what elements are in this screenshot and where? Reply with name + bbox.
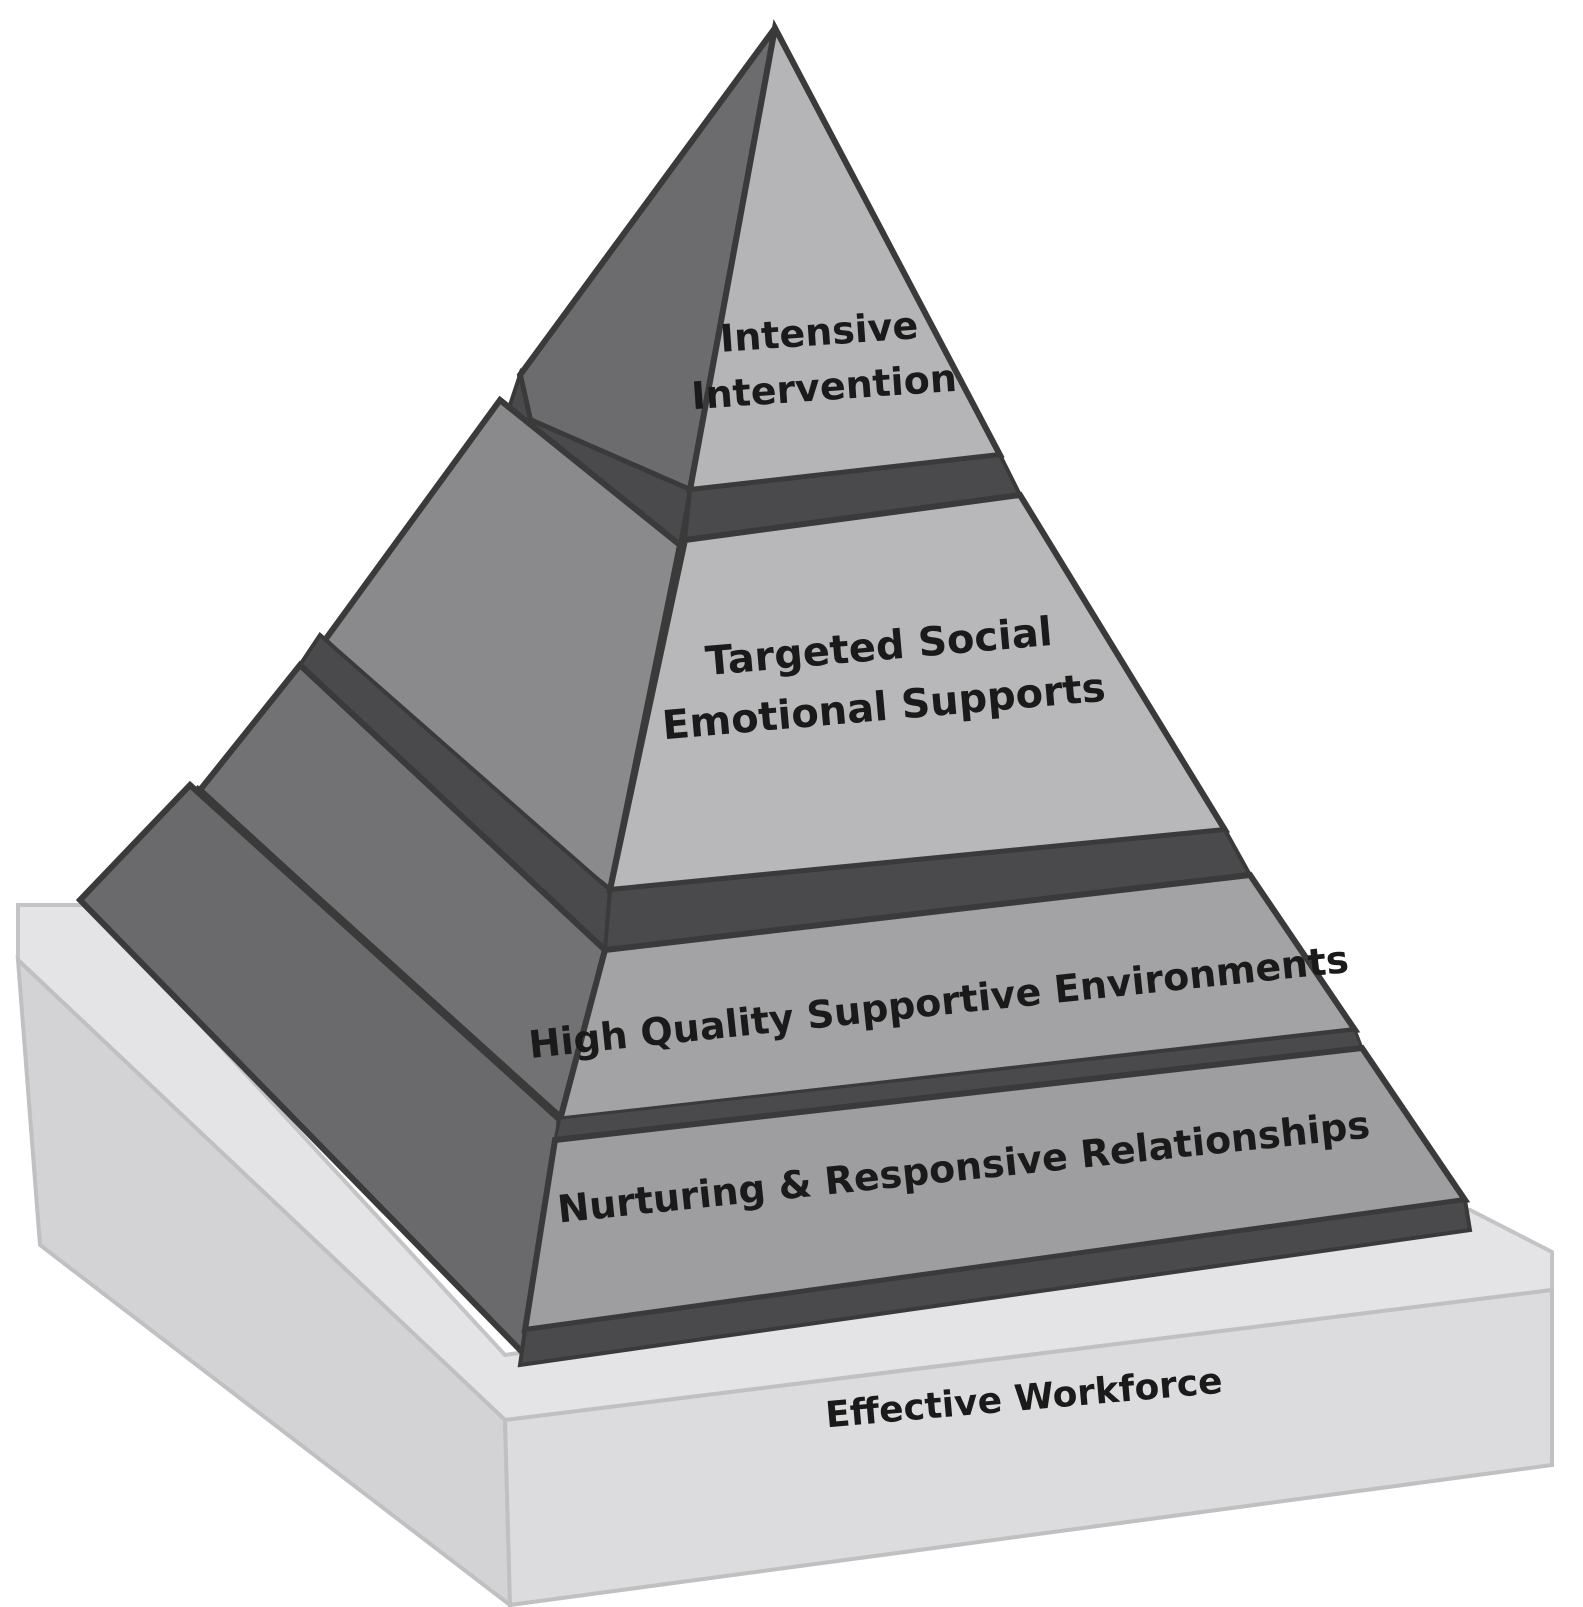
pyramid-right-face <box>517 18 1473 1368</box>
base-platform <box>15 903 1554 1607</box>
base-front-side <box>502 1287 1554 1607</box>
right-face-band-bottom <box>517 1197 1473 1368</box>
pyramid-left-face <box>75 26 778 1362</box>
left-face-divider <box>192 785 563 1121</box>
